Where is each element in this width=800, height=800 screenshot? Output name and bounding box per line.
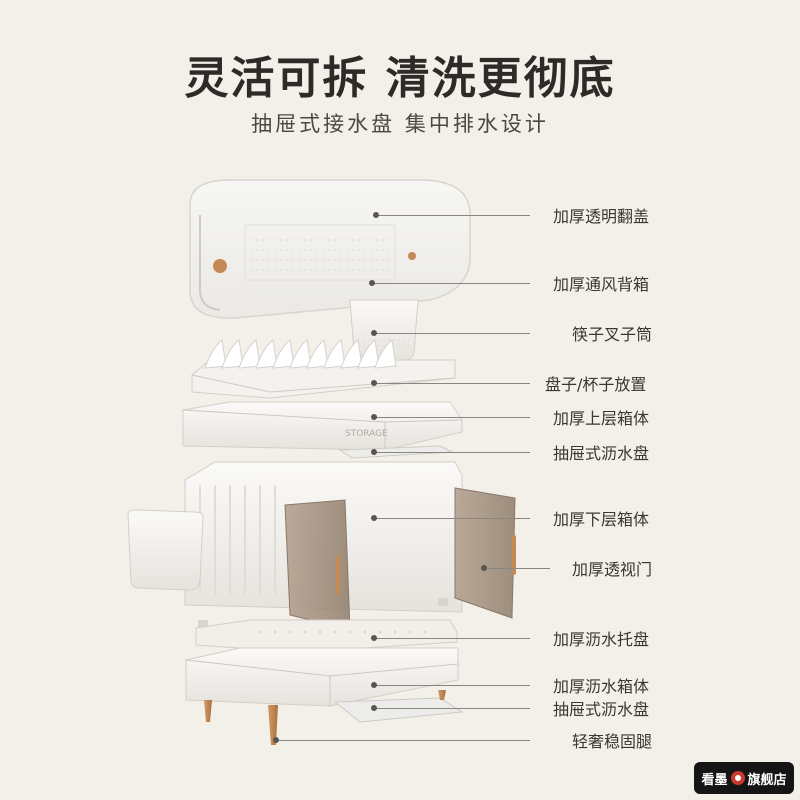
left-transparent-door [284,499,351,631]
callout-drain-tray: 加厚沥水托盘 [553,630,650,649]
callout-drain-box: 加厚沥水箱体 [553,677,650,696]
callout-transparent-door: 加厚透视门 [572,560,653,579]
wooden-legs [204,690,446,745]
headline: 灵活可拆 清洗更彻底 [184,53,616,104]
drain-tray [195,619,458,653]
subheadline: 抽屉式接水盘 集中排水设计 [251,112,549,136]
callout-lower-box: 加厚下层箱体 [553,510,650,529]
lower-box [184,461,516,631]
left-door-handle [336,555,340,595]
badge-brand-text: 看墨 [701,772,728,788]
callout-lower-drip-drawer: 抽屉式沥水盘 [553,700,650,719]
transparent-lid [189,179,471,319]
callout-transparent-lid: 加厚透明翻盖 [553,207,650,226]
callout-dish-cup-rack: 盘子/杯子放置 [545,375,647,394]
callout-upper-box: 加厚上层箱体 [553,409,650,428]
storage-engraving: STORAGE [345,429,388,439]
drain-box [185,647,459,707]
callout-utensil-holder: 筷子叉子筒 [572,325,653,344]
badge-store-text: 旗舰店 [747,772,787,788]
lid-hinge-icon [213,259,227,273]
side-cup-holder [127,509,204,591]
upper-box: STORAGE [182,401,463,451]
store-badge[interactable]: 看墨 旗舰店 [694,762,794,794]
right-transparent-door [454,487,516,619]
dish-rack [191,339,456,399]
callout-sturdy-legs: 轻奢稳固腿 [572,732,653,751]
lower-drip-drawer [333,697,464,723]
right-door-handle [512,535,516,575]
callout-ventilated-back-box: 加厚通风背箱 [553,275,650,294]
brand-seal-icon [730,771,745,785]
callout-upper-drip-drawer: 抽屉式沥水盘 [553,444,650,463]
